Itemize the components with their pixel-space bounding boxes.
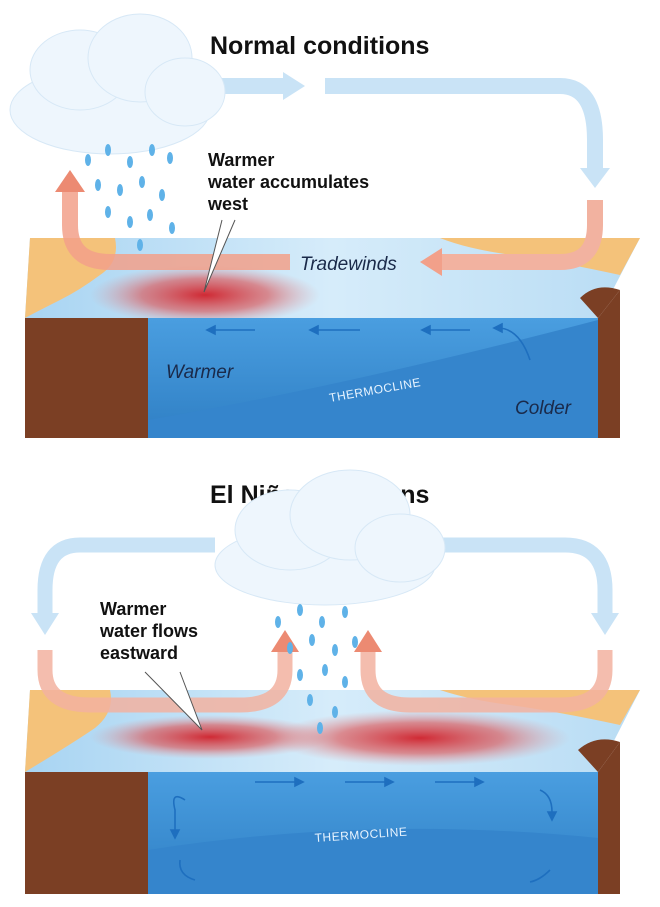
upper-air-arrow-head-1 [283,72,305,100]
normal-callout: Warmer water accumulates west [207,150,374,214]
east-land-tip-2 [578,739,620,772]
warm-water-pool [90,265,320,325]
east-rise-head [354,630,382,652]
east-land-side-2 [598,742,620,894]
thermocline-label-2: THERMOCLINE [314,825,408,845]
rising-arrow-head [55,170,85,192]
westward-currents [205,322,531,361]
el-nino-callout-pointer [144,671,203,731]
east-cell-low [360,650,613,713]
upper-air-arrow-2 [325,78,603,170]
east-cell-arrow [440,537,613,615]
rain-cloud-west [9,13,226,155]
tradewind-arrow-west [62,190,290,270]
east-land-tip [580,287,620,318]
east-land-side [598,290,620,438]
west-cell-arrow [37,537,215,615]
thermocline-layer-2 [148,828,598,894]
thermocline-layer [148,320,598,438]
west-land-side [25,318,148,438]
warm-band-east [270,710,570,766]
colder-label: Colder [515,398,572,419]
rain-cloud-central [214,469,446,606]
rain-drops-west [85,144,175,251]
normal-callout-pointer [203,219,236,293]
west-cell-low [37,650,293,713]
descending-arrow-low [440,200,603,270]
normal-panel: Normal conditions Warmer Colder THERMOCL… [9,13,640,438]
normal-title: Normal conditions [210,32,429,60]
west-land-side-2 [25,772,148,894]
tradewinds-label: Tradewinds [300,254,397,275]
el-nino-callout: Warmer water flows eastward [99,599,203,663]
el-nino-panel: El Niño conditions THERMOCLINE [25,469,640,894]
east-cell-head [591,613,619,635]
descending-arrow-head [580,168,610,188]
warmer-label: Warmer [166,362,234,383]
west-cell-head [31,613,59,635]
rain-drops-central [275,604,358,734]
west-rise-head [271,630,299,652]
warm-band-west [90,715,330,759]
eastward-currents [169,776,558,883]
tradewind-arrow-head [420,248,442,276]
